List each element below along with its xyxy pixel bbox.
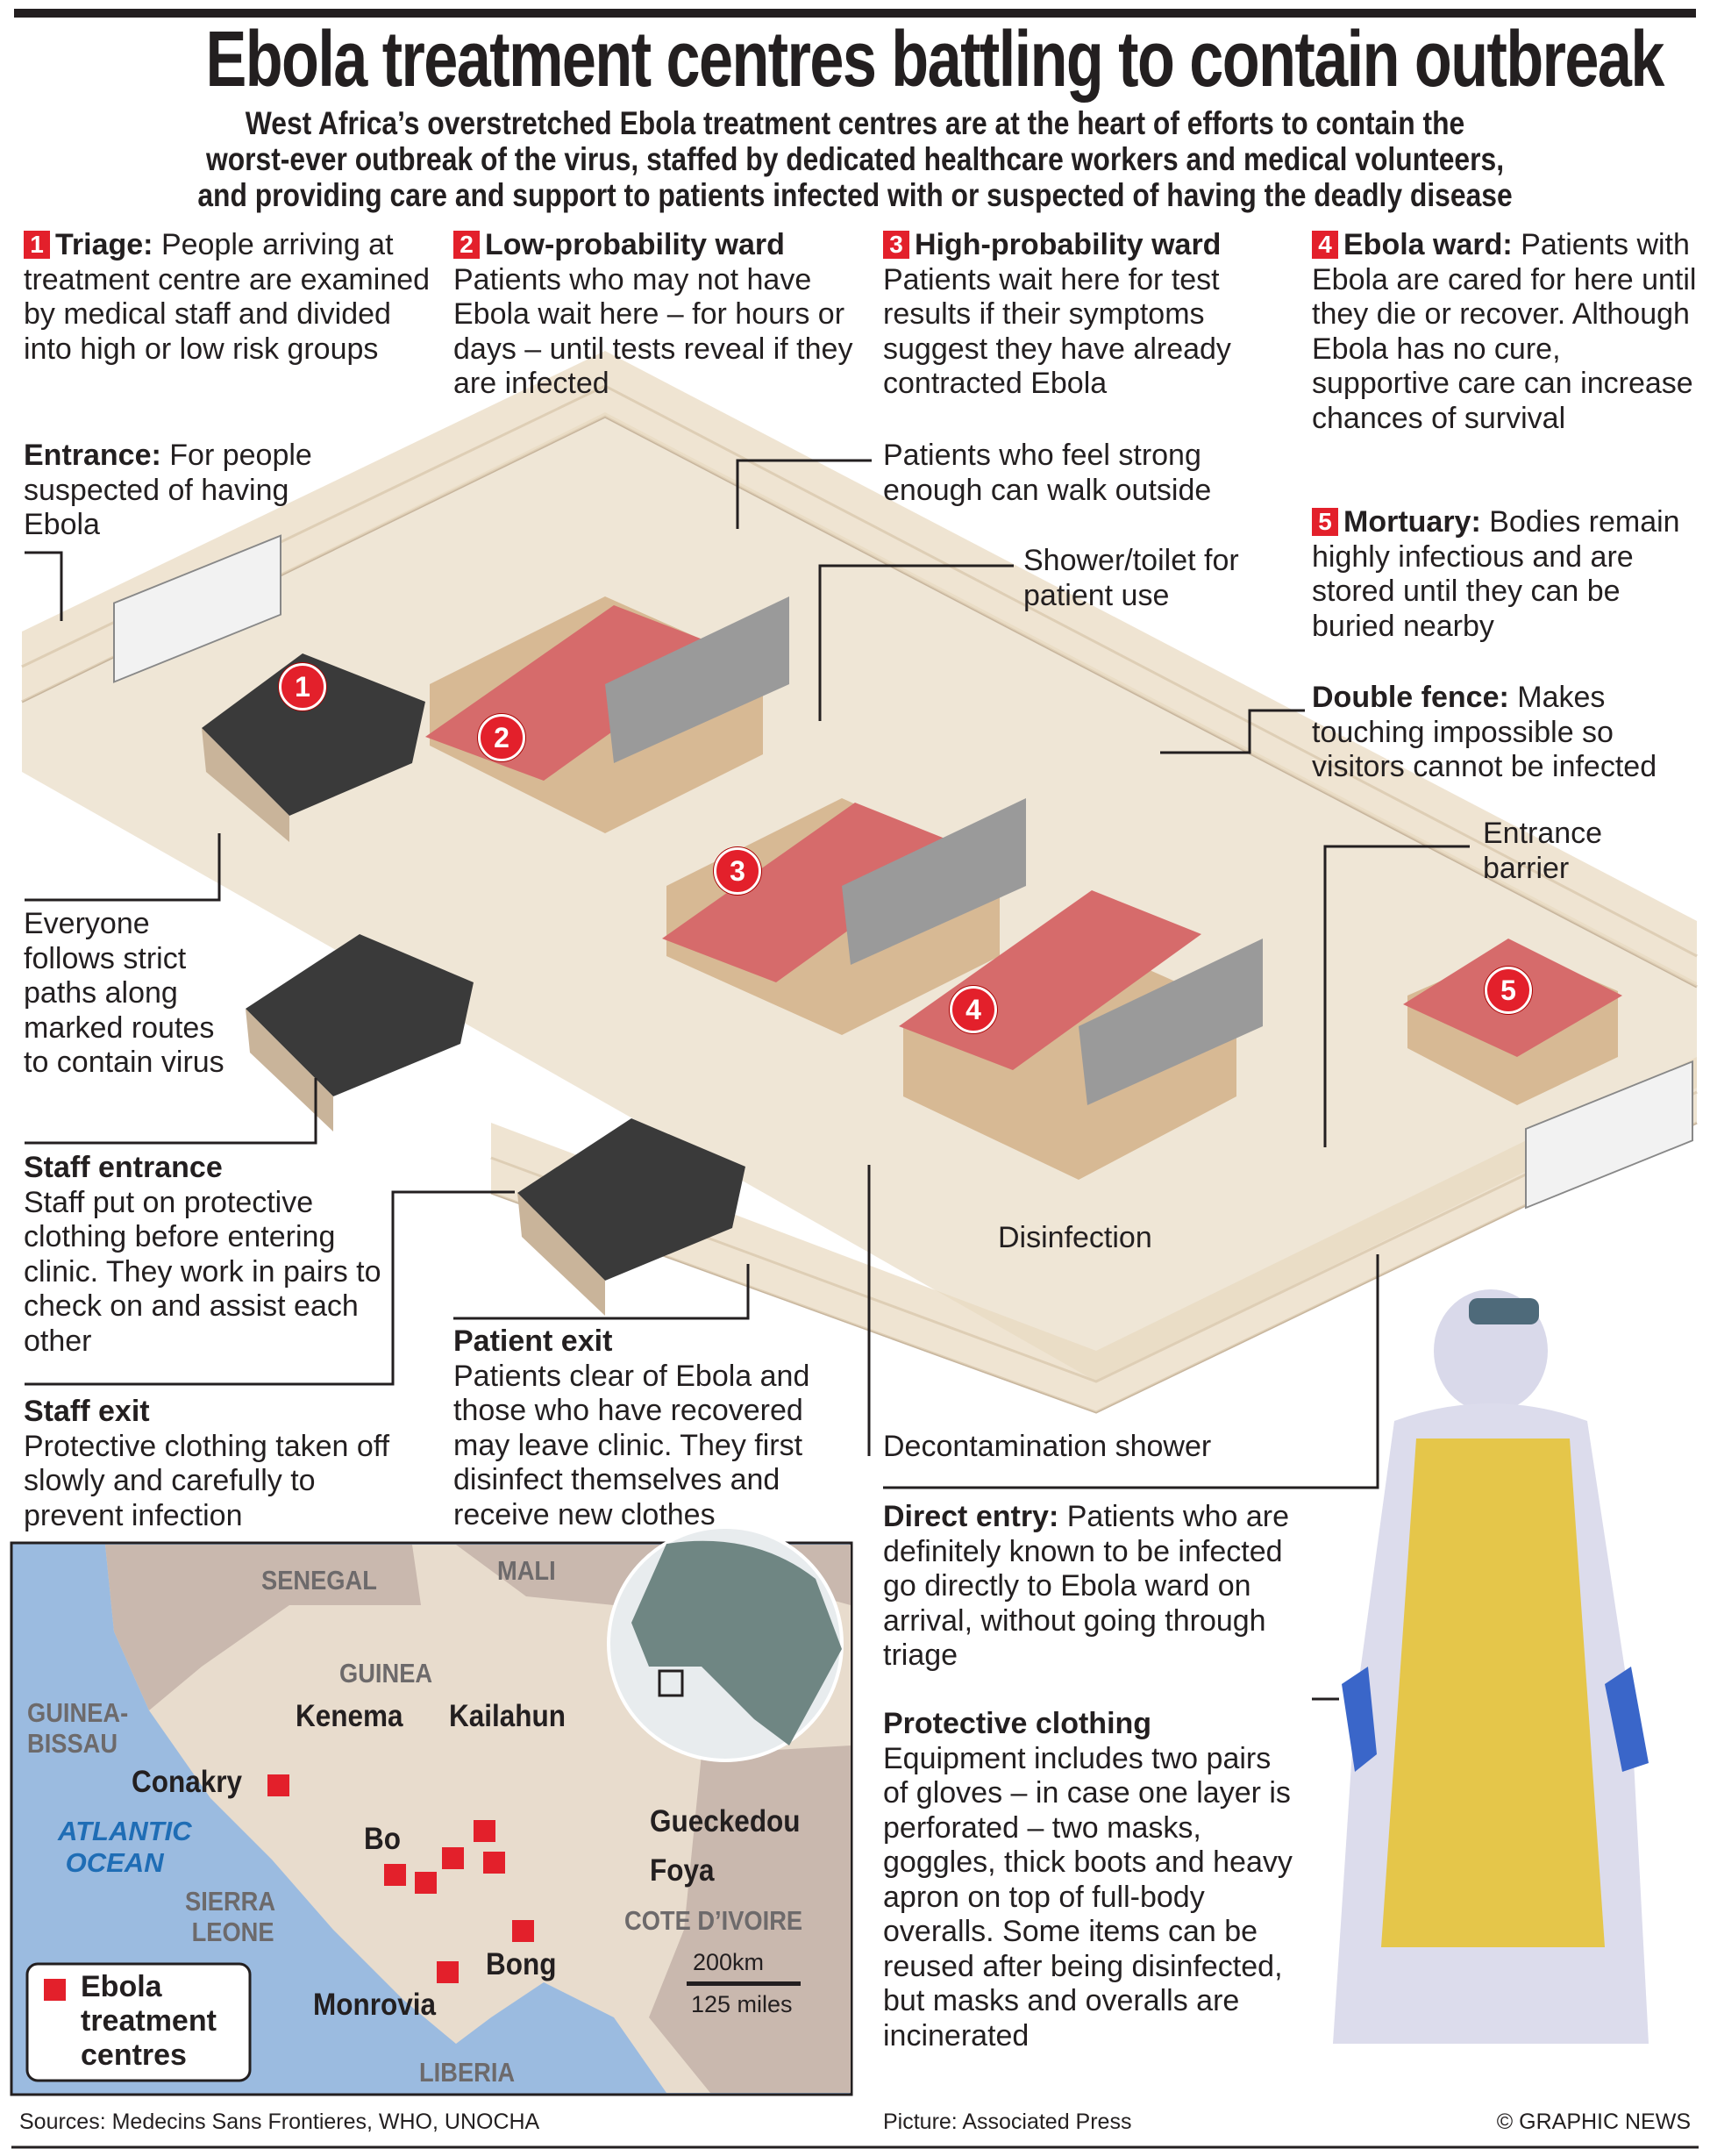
number-badge: 1 [24, 231, 50, 259]
map-label-liberia: LIBERIA [419, 2057, 516, 2088]
city-kenema: Kenema [296, 1699, 403, 1733]
marker-low-probability-ward: 2 [478, 714, 525, 761]
treatment-centre-marker [415, 1872, 437, 1894]
scale-km: 200km [693, 1949, 765, 1975]
map [10, 1525, 853, 2096]
treatment-centre-marker [384, 1864, 406, 1886]
marker-ebola-ward: 4 [950, 986, 997, 1033]
map-legend-box [25, 1962, 252, 2082]
entrance-callout: Entrance: For people suspected of having… [24, 439, 312, 541]
copyright: © GRAPHIC NEWS [1496, 2110, 1691, 2134]
decontamination-shower-callout: Decontamination shower [883, 1430, 1212, 1463]
disinfection-label: Disinfection [998, 1221, 1152, 1254]
entrance-barrier-callout: Entrance barrier [1483, 817, 1603, 885]
map-label-sierra-leone: SIERRA LEONE [185, 1886, 276, 1947]
treatment-centre-marker [442, 1847, 464, 1869]
city-bo: Bo [364, 1822, 401, 1856]
picture-credit: Picture: Associated Press [883, 2110, 1132, 2134]
double-fence-callout: Double fence: Makes touching impossible … [1312, 681, 1657, 783]
number-badge: 5 [1312, 508, 1338, 536]
marker-triage: 1 [279, 663, 326, 710]
map-label-senegal: SENEGAL [261, 1565, 377, 1596]
map-label-guinea-bissau: GUINEA-BISSAU [27, 1697, 129, 1759]
city-foya: Foya [650, 1853, 715, 1888]
treatment-centre-marker [512, 1920, 534, 1942]
number-badge: 2 [453, 231, 480, 259]
paths-callout: Everyone follows strict paths along mark… [24, 907, 224, 1079]
ambulance-right [1525, 1060, 1693, 1210]
treatment-centre-marker [267, 1774, 289, 1796]
fence-front [491, 1057, 1697, 1412]
map-label-atlantic-ocean: ATLANTIC OCEAN [58, 1816, 192, 1878]
marker-high-probability-ward: 3 [714, 847, 761, 895]
city-monrovia: Monrovia [313, 1988, 437, 2022]
staff-entrance-tent [246, 934, 474, 1132]
top-rule [14, 9, 1696, 18]
city-conakry: Conakry [132, 1765, 243, 1799]
scale-bar [687, 1981, 801, 1986]
map-label-cote-divoire: COTE D’IVOIRE [624, 1905, 803, 1936]
city-bong: Bong [486, 1947, 557, 1981]
treatment-centre-marker [483, 1852, 505, 1874]
walk-outside-callout: Patients who feel strong enough can walk… [883, 439, 1212, 507]
scale-miles: 125 miles [691, 1991, 793, 2017]
marker-mortuary: 5 [1485, 967, 1532, 1014]
staff-exit-tent [517, 1118, 745, 1316]
legend-marker [44, 1979, 66, 2001]
treatment-centre-marker [437, 1961, 459, 1983]
globe-locator [658, 1669, 684, 1697]
treatment-centre-marker [474, 1820, 495, 1842]
shower-toilet-callout: Shower/toilet for patient use [1023, 544, 1239, 612]
number-badge: 4 [1312, 231, 1338, 259]
page-title: Ebola treatment centres battling to cont… [205, 16, 1664, 104]
city-gueckedou: Gueckedou [650, 1804, 801, 1838]
protective-suit-figure [1333, 1289, 1649, 2044]
number-badge: 3 [883, 231, 909, 259]
subtitle: West Africa’s overstretched Ebola treatm… [197, 105, 1513, 213]
triage-tent [202, 653, 425, 842]
map-label-guinea: GUINEA [339, 1658, 433, 1688]
direct-entry-callout: Direct entry: Patients who are definitel… [883, 1500, 1289, 1672]
leader-lines [25, 459, 1470, 1701]
city-kailahun: Kailahun [449, 1699, 566, 1733]
ambulance-left [113, 534, 281, 683]
map-label-mali: MALI [497, 1555, 556, 1586]
sources: Sources: Medecins Sans Frontieres, WHO, … [19, 2110, 540, 2134]
